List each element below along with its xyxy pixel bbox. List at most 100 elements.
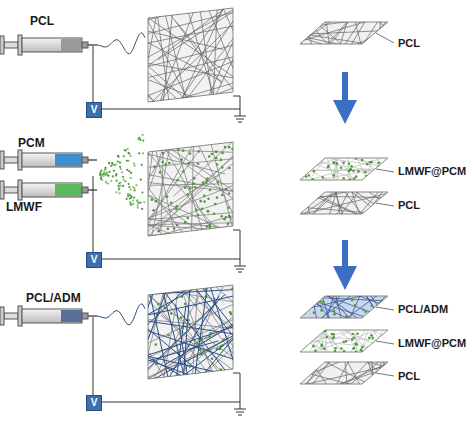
- process-arrows: [342, 72, 348, 278]
- fiber: [160, 281, 194, 417]
- particle: [170, 312, 173, 315]
- particle: [334, 347, 337, 350]
- collectors: [75, 0, 301, 431]
- particle: [340, 347, 343, 350]
- spray-droplet: [106, 172, 108, 174]
- fiber: [276, 0, 324, 114]
- spray-droplet: [119, 181, 121, 183]
- particle: [362, 308, 365, 311]
- fiber: [146, 213, 183, 361]
- fiber: [116, 0, 263, 29]
- spray-droplet: [130, 172, 132, 174]
- voltage-symbol: V: [91, 254, 98, 265]
- particle: [214, 203, 217, 206]
- particle: [199, 231, 202, 234]
- fiber: [124, 2, 272, 39]
- fiber: [299, 295, 301, 431]
- particle: [228, 232, 231, 235]
- spray-droplet: [133, 163, 135, 165]
- spray-droplet: [133, 196, 135, 198]
- particle: [213, 213, 216, 216]
- particle: [157, 303, 160, 306]
- fiber: [140, 94, 160, 246]
- ground-symbol: [234, 259, 246, 272]
- particle: [195, 342, 198, 345]
- fiber: [297, 348, 447, 399]
- particle: [368, 336, 371, 339]
- particle: [305, 175, 308, 178]
- ground-symbol: [234, 402, 246, 415]
- particle: [353, 177, 356, 180]
- particle: [152, 209, 155, 212]
- fiber: [350, 269, 362, 427]
- solution: [61, 39, 82, 51]
- needle: [88, 159, 97, 161]
- plunger-cap: [0, 151, 4, 169]
- particle: [219, 234, 222, 237]
- spray-droplet: [108, 162, 110, 164]
- fiber: [163, 145, 239, 278]
- fiber: [112, 39, 225, 142]
- spray-droplet: [115, 164, 117, 166]
- leader-line: [376, 307, 394, 310]
- particle: [326, 336, 329, 339]
- particle: [371, 337, 374, 340]
- fiber: [238, 330, 382, 396]
- particle: [351, 333, 354, 336]
- voltage-box: V: [86, 252, 102, 268]
- particle: [332, 333, 335, 336]
- fiber: [132, 288, 269, 318]
- layer-label: PCL: [398, 371, 420, 382]
- particle: [384, 336, 387, 339]
- syringe-barrel: [22, 153, 82, 167]
- syringe-barrel: [22, 183, 82, 197]
- spray-droplet: [137, 202, 139, 204]
- particle: [193, 177, 196, 180]
- particle: [302, 307, 305, 310]
- fiber: [385, 88, 388, 246]
- flange: [18, 306, 22, 326]
- particle: [349, 168, 352, 171]
- fiber-texture: [75, 0, 295, 169]
- leader-line: [376, 33, 394, 43]
- mats: [222, 0, 465, 431]
- particle: [200, 142, 203, 145]
- particle: [192, 182, 195, 185]
- fiber: [208, 278, 249, 412]
- particle: [152, 148, 155, 151]
- fiber: [154, 0, 190, 117]
- spray-droplet: [134, 165, 136, 167]
- particle: [210, 372, 213, 375]
- spray-droplet: [128, 170, 130, 172]
- fiber: [168, 305, 186, 431]
- particle: [206, 225, 209, 228]
- layer-label: PCL: [398, 200, 420, 211]
- fiber: [95, 171, 234, 234]
- particle: [186, 217, 189, 220]
- solution: [55, 184, 82, 196]
- spray-droplet: [126, 160, 128, 162]
- fiber: [146, 296, 219, 415]
- particle: [221, 166, 224, 169]
- particle: [333, 310, 336, 313]
- hub: [82, 157, 88, 163]
- fiber: [189, 126, 258, 263]
- particle: [209, 189, 212, 192]
- particle: [228, 215, 231, 218]
- particle: [153, 165, 156, 168]
- fiber: [317, 0, 338, 112]
- particle: [155, 200, 158, 203]
- fiber: [107, 153, 197, 277]
- fiber: [256, 0, 376, 74]
- particle: [343, 350, 346, 353]
- fiber: [236, 355, 389, 395]
- wires: [93, 46, 246, 415]
- particle: [355, 157, 358, 160]
- fiber: [133, 144, 248, 245]
- fiber: [87, 337, 218, 385]
- particle: [154, 343, 157, 346]
- hub: [82, 313, 88, 319]
- fiber: [376, 0, 382, 118]
- fiber: [286, 0, 331, 110]
- particle: [197, 150, 200, 153]
